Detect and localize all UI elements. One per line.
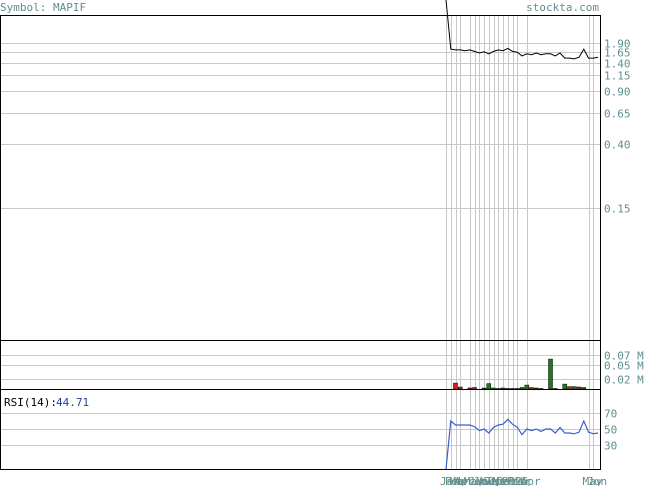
price-tick-label: 0.15 <box>604 203 631 216</box>
x-tick-label: Apr <box>521 475 541 486</box>
volume-bar <box>486 383 492 390</box>
x-tick-label: May <box>583 475 603 486</box>
volume-bar <box>500 387 506 390</box>
volume-bar <box>538 388 544 390</box>
rsi-line <box>445 418 599 470</box>
volume-bar <box>481 387 487 390</box>
volume-tick-label: 0.05 M <box>604 360 644 373</box>
x-tick-label: Feb <box>445 475 465 486</box>
price-tick-label: 0.65 <box>604 108 631 121</box>
price-tick-label: 1.40 <box>604 58 631 71</box>
price-tick-label: 0.90 <box>604 86 631 99</box>
x-axis-labels: JanFebMarAprMayJunJulAugSepOctNovDec2025… <box>440 475 607 486</box>
price-panel-frame <box>0 15 601 341</box>
price-line <box>445 0 599 60</box>
symbol-label: Symbol: MAPIF <box>0 1 86 14</box>
volume-bar <box>581 387 587 390</box>
volume-bar <box>562 383 568 390</box>
rsi-value: 44.71 <box>56 396 89 409</box>
volume-bar <box>458 386 463 390</box>
volume-bar <box>510 388 515 390</box>
volume-bar <box>505 388 511 390</box>
volume-bars <box>453 358 587 390</box>
rsi-label: RSI(14): <box>4 396 57 409</box>
x-tick-label: Dec <box>497 475 517 486</box>
volume-tick-label: 0.07 M <box>604 350 644 363</box>
volume-bar <box>534 387 539 390</box>
volume-bar <box>572 386 577 390</box>
volume-bar <box>519 387 525 390</box>
x-tick-label: Nov <box>492 475 512 486</box>
volume-bar <box>491 387 496 390</box>
rsi-axis: 70 50 30 <box>604 408 617 453</box>
volume-bar <box>524 384 530 390</box>
price-axis: 1.901.651.401.15 0.90 0.65 0.40 0.15 <box>604 38 631 216</box>
x-tick-label: Mar <box>450 475 470 486</box>
price-tick-label: 1.65 <box>604 47 631 60</box>
x-tick-label: Mar <box>511 475 531 486</box>
volume-bar <box>529 387 534 390</box>
grid <box>1 15 600 469</box>
x-tick-label: Aug <box>478 475 498 486</box>
x-tick-label: Jun <box>587 475 607 486</box>
x-tick-label: Jun <box>469 475 489 486</box>
rsi-panel: 70 50 30 RSI(14): 44.71 <box>0 389 617 470</box>
rsi-tick-label: 70 <box>604 408 617 421</box>
volume-bar <box>553 388 558 390</box>
site-label: stockta.com <box>526 1 599 14</box>
price-tick-label: 0.40 <box>604 139 631 152</box>
volume-bar <box>567 386 572 390</box>
volume-bar <box>515 388 520 390</box>
price-tick-label: 1.90 <box>604 38 631 51</box>
x-tick-label: Oct <box>488 475 508 486</box>
x-tick-label: Jan <box>440 475 460 486</box>
x-tick-label: May <box>464 475 484 486</box>
price-tick-label: 1.15 <box>604 70 631 83</box>
volume-bar <box>472 387 477 390</box>
x-tick-label: Feb <box>507 475 527 486</box>
volume-bar <box>576 386 582 390</box>
rsi-panel-frame <box>0 389 601 470</box>
price-panel: 1.901.651.401.15 0.90 0.65 0.40 0.15 <box>0 0 631 341</box>
volume-axis: 0.07 M0.05 M0.02 M <box>604 350 644 387</box>
rsi-tick-label: 50 <box>604 424 617 437</box>
volume-tick-label: 0.02 M <box>604 374 644 387</box>
x-tick-label: Sep <box>483 475 503 486</box>
volume-bar <box>467 387 473 390</box>
x-tick-label: Apr <box>454 475 474 486</box>
volume-bar <box>548 358 553 390</box>
rsi-tick-label: 30 <box>604 440 617 453</box>
x-tick-label: 2025 <box>502 475 529 486</box>
x-tick-label: Jul <box>473 475 493 486</box>
volume-bar <box>453 382 458 390</box>
volume-bar <box>496 388 501 390</box>
